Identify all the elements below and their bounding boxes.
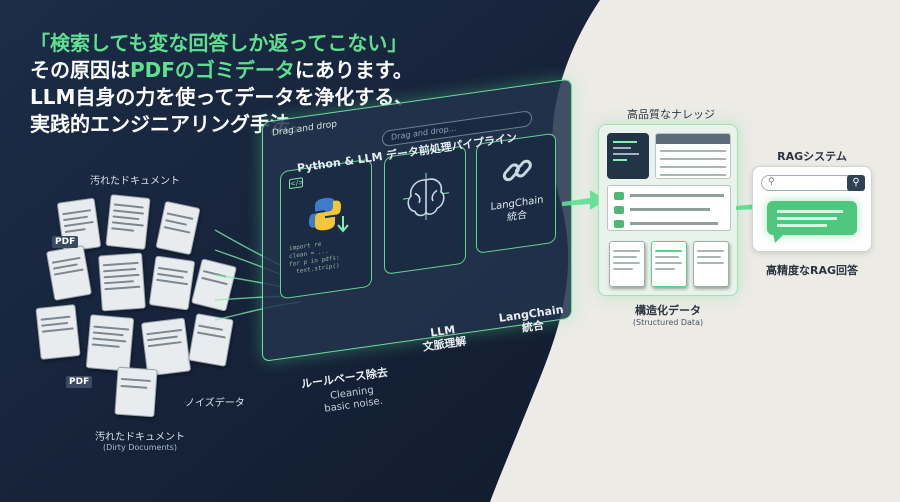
document-icon (190, 258, 238, 312)
stage-llm-box (384, 145, 466, 275)
dirty-docs-bottom-label: 汚れたドキュメント (Dirty Documents) (85, 428, 195, 452)
rag-bottom-label: 高精度なRAG回答 (765, 264, 858, 277)
dirty-docs-bottom-title: 汚れたドキュメント (95, 432, 185, 443)
pdf-badge: PDF (66, 376, 93, 388)
stage-rule-based-box: </> import re clean = ... for p in pdfs:… (280, 158, 372, 300)
document-icon (140, 317, 192, 377)
arrow-down-icon (337, 216, 349, 233)
rag-title: RAGシステム (777, 150, 847, 163)
clean-document-icon (651, 241, 687, 287)
search-button[interactable]: ⚲ (847, 175, 865, 191)
structured-data-title: 構造化データ (635, 304, 701, 317)
rag-search-input[interactable]: ⚲ (761, 175, 865, 191)
pdf-badge: PDF (52, 236, 79, 248)
structured-list-block (607, 185, 731, 231)
noise-data-label: ノイズデータ (185, 398, 245, 409)
knowledge-bottom-label: 構造化データ (Structured Data) (598, 302, 738, 327)
dirty-documents-pile: PDF PDF (20, 188, 245, 418)
chain-link-icon (502, 159, 532, 182)
document-icon (98, 252, 146, 312)
langchain-inner-label: LangChain 統合 (490, 194, 544, 224)
python-logo-icon (309, 197, 341, 231)
document-icon (85, 314, 135, 372)
headline-line2-pre: その原因は (30, 58, 130, 82)
document-icon (45, 245, 93, 301)
dirty-docs-bottom-sub: (Dirty Documents) (103, 443, 177, 452)
dirty-docs-top-label: 汚れたドキュメント (90, 176, 180, 187)
headline-line2-highlight: PDFのゴミデータ (130, 58, 295, 82)
knowledge-panel (598, 124, 738, 296)
code-snippet: import re clean = ... for p in pdfs: tex… (289, 240, 340, 276)
headline-line3: LLM自身の力を使ってデータを浄化する、 (30, 85, 415, 109)
code-icon: </> (289, 177, 305, 190)
document-icon (148, 255, 196, 311)
document-icon (114, 366, 158, 418)
headline-line1: 「検索しても変な回答しか返ってこない」 (30, 31, 408, 55)
stage-langchain-box: LangChain 統合 (476, 132, 556, 254)
document-icon (35, 304, 81, 360)
document-icon (155, 200, 201, 256)
clean-document-icon (693, 241, 729, 287)
table-block (655, 133, 731, 179)
pipeline-window: Drag and drop Drag and drop... </> impor… (262, 78, 572, 362)
knowledge-top-label: 高品質なナレッジ (627, 108, 715, 121)
headline: 「検索しても変な回答しか返ってこない」 その原因はPDFのゴミデータにあります。… (30, 30, 414, 138)
bubble-tail (773, 233, 785, 243)
headline-line2: その原因はPDFのゴミデータにあります。 (30, 57, 414, 84)
structured-data-sub: (Structured Data) (632, 318, 704, 327)
document-icon (188, 313, 234, 367)
search-icon: ⚲ (768, 177, 775, 187)
answer-bubble (767, 201, 857, 235)
document-icon (105, 194, 151, 250)
headline-line2-post: にあります。 (294, 58, 413, 82)
brain-icon (403, 172, 449, 221)
clean-document-icon (609, 241, 645, 287)
code-block (607, 133, 649, 179)
arrow-right-icon (562, 190, 606, 210)
rag-panel: ⚲ ⚲ (752, 166, 872, 252)
